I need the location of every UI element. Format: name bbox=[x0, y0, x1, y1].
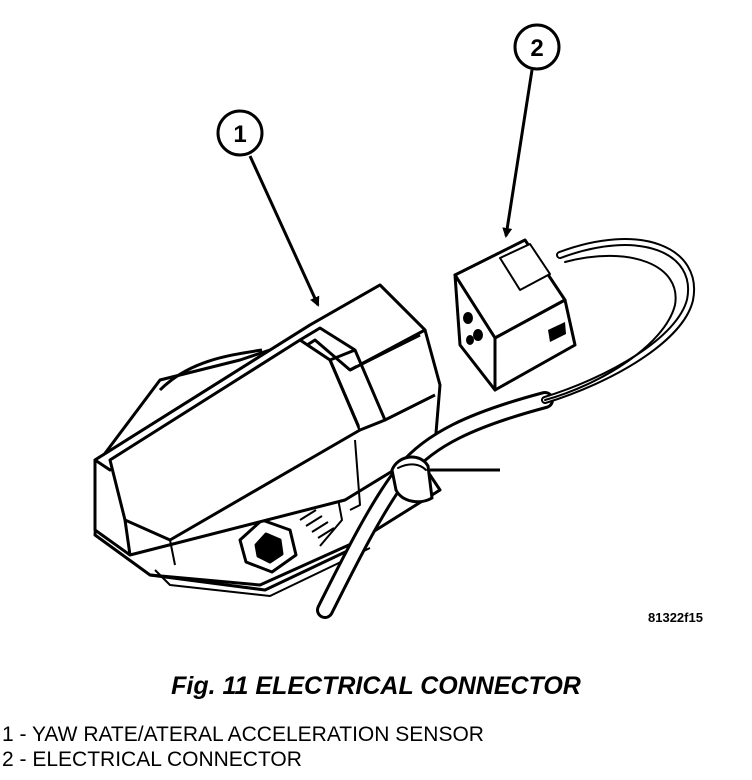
callout-2-leader bbox=[502, 69, 534, 238]
legend: 1 - YAW RATE/ATERAL ACCELERATION SENSOR … bbox=[2, 722, 484, 772]
legend-item-separator: - bbox=[13, 748, 33, 771]
legend-item-number: 2 bbox=[2, 748, 14, 771]
bracket-ribs bbox=[297, 487, 343, 547]
callout-2: 2 bbox=[502, 23, 561, 238]
legend-item-1: 1 - YAW RATE/ATERAL ACCELERATION SENSOR bbox=[2, 722, 484, 747]
callout-2-circle bbox=[513, 23, 561, 71]
harness-clip bbox=[390, 455, 434, 504]
sensor-connector-illustration: 1 2 bbox=[93, 23, 696, 619]
callout-1-leader bbox=[248, 155, 320, 307]
legend-item-number: 1 bbox=[2, 723, 14, 746]
legend-item-separator: - bbox=[13, 723, 32, 746]
callout-1-circle bbox=[216, 109, 264, 157]
figure-caption: Fig. 11 ELECTRICAL CONNECTOR bbox=[171, 672, 581, 700]
callout-1-label: 1 bbox=[233, 121, 246, 148]
yaw-rate-sensor bbox=[93, 283, 442, 566]
connector-terminals bbox=[463, 312, 483, 345]
legend-item-2: 2 - ELECTRICAL CONNECTOR bbox=[2, 747, 484, 772]
callout-1: 1 bbox=[216, 109, 320, 307]
figure-code: 81322f15 bbox=[648, 610, 703, 625]
callout-2-label: 2 bbox=[530, 35, 543, 62]
electrical-connector bbox=[453, 238, 577, 392]
legend-item-text: ELECTRICAL CONNECTOR bbox=[32, 748, 302, 771]
wire-harness bbox=[316, 238, 696, 619]
legend-item-text: YAW RATE/ATERAL ACCELERATION SENSOR bbox=[31, 723, 484, 746]
